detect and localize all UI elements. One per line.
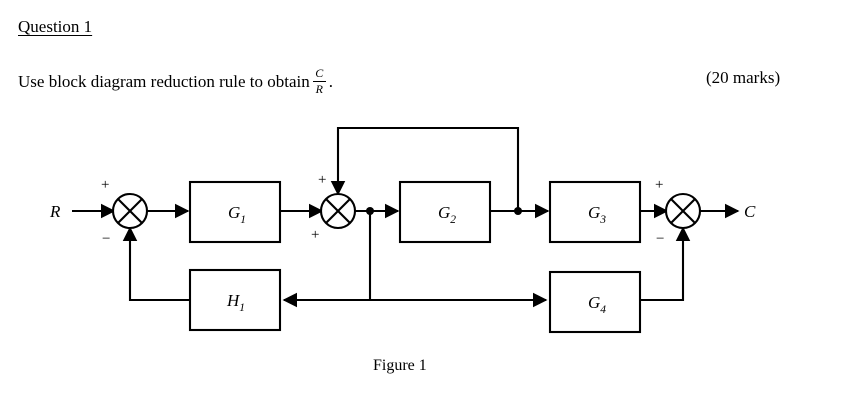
wire-top-feedback-g2-to-sj2: [330, 126, 520, 211]
signal-label-r: R: [49, 202, 61, 221]
wire-g4-to-sj3: [640, 226, 691, 302]
figure-caption: Figure 1: [373, 357, 427, 374]
block-g2-label: G: [438, 203, 450, 222]
junction-node-sj2-output: [366, 207, 374, 215]
sign-sj1-plus: +: [101, 177, 109, 193]
block-g4-label: G: [588, 293, 600, 312]
block-g1-subscript: 1: [240, 214, 246, 226]
block-g2: G2: [398, 180, 492, 244]
summing-junction-1: [111, 192, 149, 230]
block-h1: H1: [188, 268, 282, 332]
block-h1-label: H: [226, 291, 241, 310]
summing-junction-3: [664, 192, 702, 230]
block-diagram: + − + + + − G1 G2: [49, 126, 756, 334]
block-g1: G1: [188, 180, 282, 244]
svg-text:G3: G3: [588, 203, 606, 226]
block-g4-subscript: 4: [600, 304, 606, 316]
block-g1-label: G: [228, 203, 240, 222]
svg-text:G1: G1: [228, 203, 246, 226]
block-g4: G4: [548, 270, 642, 334]
wire-h1-to-sj1: [122, 226, 190, 302]
junction-node-g2-output: [514, 207, 522, 215]
prompt-period: .: [328, 72, 333, 92]
block-g3: G3: [548, 180, 642, 244]
fraction-numerator: C: [315, 66, 324, 80]
svg-text:H1: H1: [226, 291, 245, 314]
diagram-wires: [72, 126, 740, 308]
svg-text:G4: G4: [588, 293, 606, 316]
fraction-bar: [312, 80, 326, 82]
block-h1-subscript: 1: [239, 302, 245, 314]
sign-sj3-minus: −: [656, 231, 664, 247]
page-title: Question 1: [18, 17, 93, 36]
question-prompt: Use block diagram reduction rule to obta…: [18, 66, 333, 97]
summing-junction-2: [319, 192, 357, 230]
signal-label-c: C: [744, 202, 756, 221]
sign-sj2-left-plus: +: [311, 227, 319, 243]
block-g2-subscript: 2: [450, 214, 456, 226]
sign-sj1-minus: −: [102, 231, 110, 247]
block-g3-label: G: [588, 203, 600, 222]
svg-text:G2: G2: [438, 203, 456, 226]
transfer-function-fraction: C R: [312, 66, 326, 96]
marks-label: (20 marks): [706, 68, 781, 87]
fraction-denominator: R: [315, 81, 323, 96]
block-g3-subscript: 3: [599, 214, 606, 226]
sign-sj2-top-plus: +: [318, 172, 326, 188]
sign-sj3-plus: +: [655, 177, 663, 193]
prompt-text: Use block diagram reduction rule to obta…: [18, 72, 310, 92]
